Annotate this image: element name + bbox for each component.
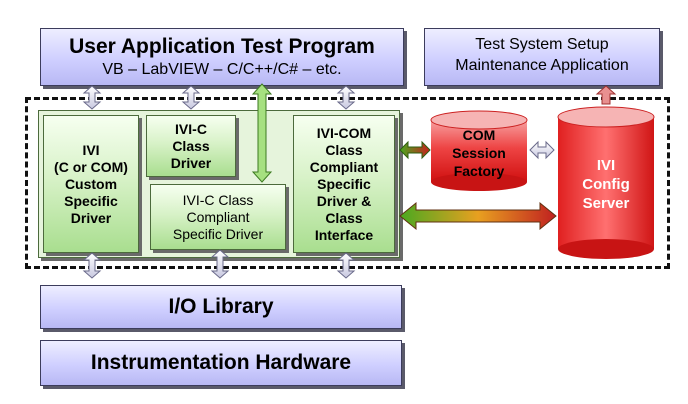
- user-application-box: User Application Test Program VB – LabVI…: [40, 28, 404, 86]
- arrow-setup-to-config: [595, 85, 617, 105]
- ivi-c-compliant-line: Specific Driver: [172, 225, 264, 242]
- arrow-app-to-ivic-class: [181, 85, 201, 110]
- test-setup-line2: Maintenance Application: [455, 57, 629, 74]
- com-session-factory-cylinder: COM Session Factory: [430, 110, 528, 191]
- arrow-com-to-io: [336, 252, 356, 279]
- ivi-com-line: Interface: [314, 226, 374, 243]
- ivi-com-line: IVI-COM: [316, 124, 372, 141]
- arrow-app-to-ivic-compliant: [251, 83, 273, 183]
- instrumentation-hardware-box: Instrumentation Hardware: [40, 340, 402, 386]
- arrow-session-config-link: [529, 140, 555, 160]
- arrow-app-to-custom: [82, 85, 102, 110]
- ivi-c-compliant-driver-box: IVI-C Class Compliant Specific Driver: [150, 184, 286, 250]
- ivi-c-class-line: IVI-C: [175, 120, 207, 137]
- ivi-custom-line: Driver: [70, 209, 112, 226]
- user-application-subtitle: VB – LabVIEW – C/C++/C# – etc.: [102, 61, 342, 78]
- ivi-custom-line: IVI: [82, 141, 100, 158]
- ivi-config-server-cylinder: IVI Config Server: [557, 106, 655, 259]
- ivi-c-compliant-line: IVI-C Class: [182, 191, 254, 208]
- user-application-title: User Application Test Program: [69, 35, 375, 58]
- arrow-compliant-to-io: [210, 249, 230, 279]
- ivi-config-line: Config: [582, 176, 629, 193]
- arrow-com-to-config: [399, 201, 557, 231]
- ivi-custom-line: Custom: [64, 175, 118, 192]
- arrow-custom-to-io: [82, 252, 102, 279]
- ivi-c-class-line: Class: [172, 137, 210, 154]
- ivi-custom-driver-box: IVI (C or COM) Custom Specific Driver: [43, 115, 139, 253]
- ivi-com-line: Class: [325, 209, 363, 226]
- connector-arrows: [82, 85, 617, 279]
- ivi-com-line: Class: [325, 141, 363, 158]
- test-system-setup-box: Test System Setup Maintenance Applicatio…: [424, 28, 660, 86]
- test-setup-line1: Test System Setup: [475, 36, 609, 53]
- com-session-line: Factory: [454, 163, 505, 179]
- ivi-custom-line: Specific: [64, 192, 118, 209]
- ivi-custom-line: (C or COM): [54, 158, 128, 175]
- ivi-com-line: Driver &: [316, 192, 372, 209]
- ivi-c-class-line: Driver: [170, 154, 212, 171]
- io-library-box: I/O Library: [40, 285, 402, 329]
- com-session-line: Session: [452, 145, 506, 161]
- ivi-config-line: Server: [583, 195, 630, 212]
- ivi-c-class-driver-box: IVI-C Class Driver: [146, 115, 236, 177]
- instrumentation-hardware-label: Instrumentation Hardware: [90, 351, 352, 374]
- io-library-label: I/O Library: [168, 295, 274, 318]
- ivi-config-line: IVI: [597, 157, 615, 174]
- ivi-com-line: Specific: [317, 175, 371, 192]
- ivi-com-line: Compliant: [309, 158, 379, 175]
- com-session-line: COM: [463, 127, 496, 143]
- arrow-com-session-link: [399, 140, 431, 160]
- ivi-com-driver-box: IVI-COM Class Compliant Specific Driver …: [293, 115, 395, 253]
- ivi-c-compliant-line: Compliant: [186, 208, 250, 225]
- arrow-app-to-ivi-com: [336, 85, 356, 110]
